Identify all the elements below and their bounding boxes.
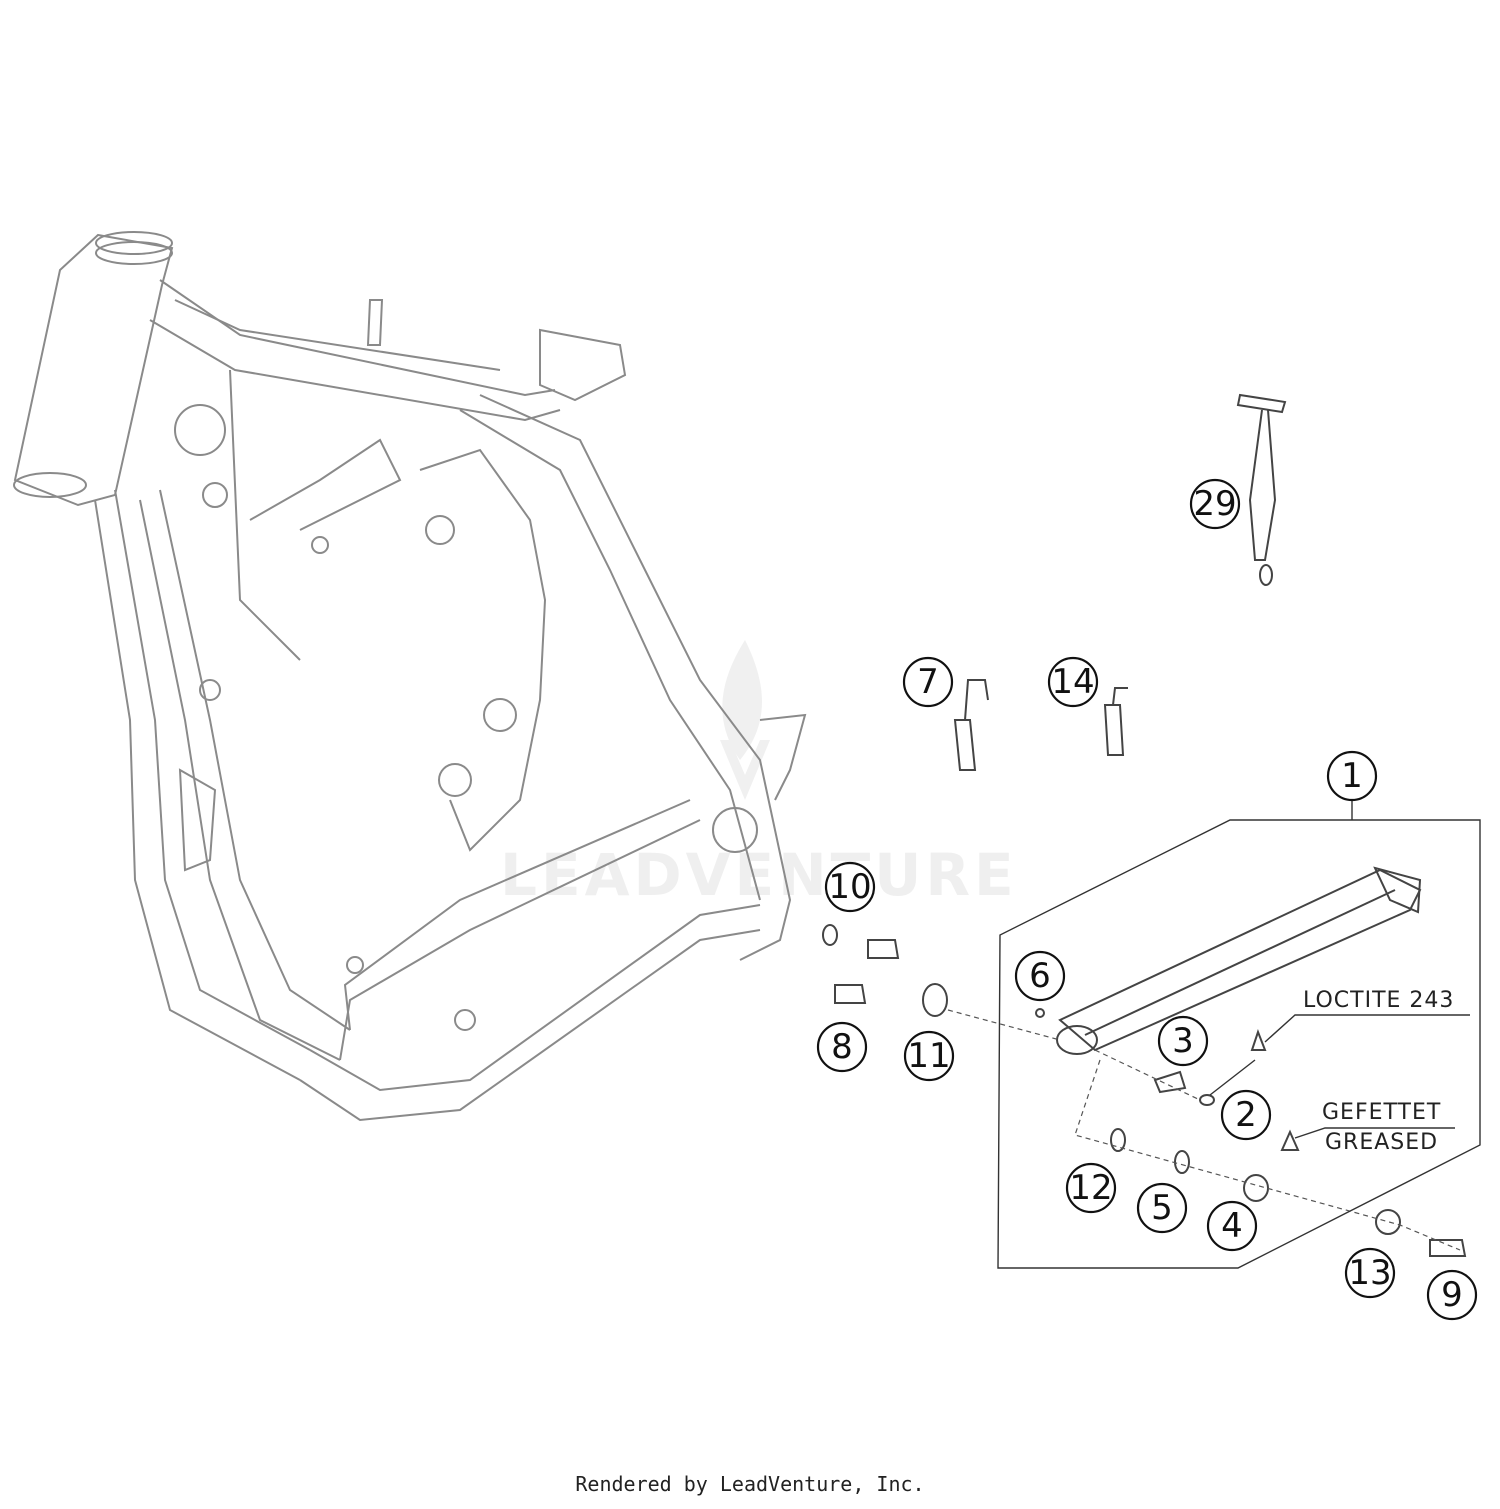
callout-6-label: 6 [1029,956,1051,996]
callout-4: 4 [1206,1200,1258,1252]
callout-9-label: 9 [1441,1275,1463,1315]
note-greased-en: GREASED [1325,1130,1438,1155]
callout-13: 13 [1344,1247,1396,1299]
callout-8-label: 8 [831,1027,853,1067]
callout-29: 29 [1189,478,1241,530]
callout-6: 6 [1014,950,1066,1002]
callout-5-label: 5 [1151,1188,1173,1228]
note-greased-de: GEFETTET [1322,1100,1441,1125]
frame-illustration [13,231,807,1122]
small-parts [822,393,1467,1257]
callout-1: 1 [1326,750,1378,802]
callout-2-label: 2 [1235,1095,1257,1135]
callout-2: 2 [1220,1089,1272,1141]
note-loctite: LOCTITE 243 [1303,988,1454,1013]
side-stand-illustration [1056,866,1422,1055]
footer-credit: Rendered by LeadVenture, Inc. [575,1472,925,1496]
callout-12: 12 [1065,1162,1117,1214]
callout-7: 7 [902,656,954,708]
callout-10: 10 [824,861,876,913]
callout-9: 9 [1426,1269,1478,1321]
callout-3-label: 3 [1172,1021,1194,1061]
callout-14: 14 [1047,656,1099,708]
callout-1-label: 1 [1341,756,1363,796]
callout-7-label: 7 [917,662,939,702]
callout-4-label: 4 [1221,1206,1243,1246]
callout-13-label: 13 [1348,1253,1391,1293]
leader-lines [947,800,1481,1269]
callout-11-label: 11 [907,1036,950,1076]
callout-14-label: 14 [1051,662,1094,702]
callout-11: 11 [903,1030,955,1082]
callout-10-label: 10 [828,867,871,907]
callout-3: 3 [1157,1015,1209,1067]
callout-8: 8 [816,1021,868,1073]
callout-29-label: 29 [1193,484,1236,524]
callout-12-label: 12 [1069,1168,1112,1208]
callout-5: 5 [1136,1182,1188,1234]
